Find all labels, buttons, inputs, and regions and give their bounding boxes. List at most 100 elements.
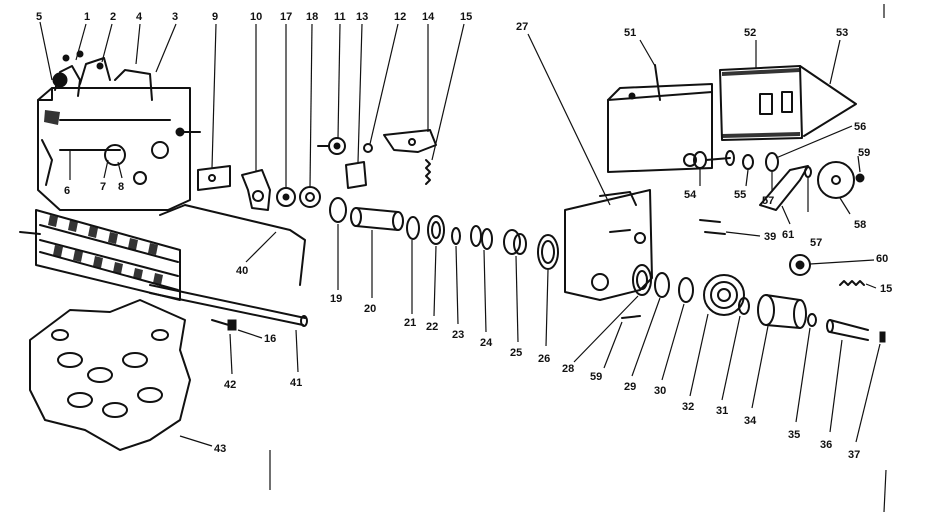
gear-11 (317, 137, 346, 155)
shaft-54 (693, 150, 735, 169)
hub-34 (757, 294, 807, 329)
svg-text:16: 16 (264, 333, 276, 345)
callout-27: 27 (516, 21, 611, 206)
callout-32: 32 (682, 313, 709, 413)
spring-15b (839, 280, 865, 286)
callout-51: 51 (624, 27, 656, 67)
callout-26: 26 (538, 269, 550, 365)
svg-text:2: 2 (110, 11, 116, 23)
callout-9: 9 (211, 11, 218, 169)
svg-text:35: 35 (788, 429, 800, 441)
axle-20 (350, 207, 404, 231)
svg-text:4: 4 (136, 11, 143, 23)
callout-57a: 57 (762, 172, 774, 207)
pulley-58 (817, 161, 855, 199)
callout-59: 59 (857, 147, 870, 173)
callout-22: 22 (426, 245, 438, 333)
svg-text:53: 53 (836, 27, 848, 39)
bearing-28 (632, 264, 652, 296)
svg-text:26: 26 (538, 353, 550, 365)
svg-text:1: 1 (84, 11, 90, 23)
svg-text:36: 36 (820, 439, 832, 451)
svg-text:61: 61 (782, 229, 794, 241)
spring-15 (425, 159, 431, 185)
svg-text:59: 59 (590, 371, 602, 383)
svg-text:21: 21 (404, 317, 416, 329)
ring-23 (451, 227, 461, 245)
callout-13: 13 (356, 11, 368, 163)
callout-labels: 5 1 2 4 3 9 10 17 18 11 13 12 14 15 27 5… (36, 11, 892, 461)
svg-text:55: 55 (734, 189, 746, 201)
callout-3: 3 (155, 11, 178, 73)
gear-60 (789, 254, 811, 276)
callout-8: 8 (117, 161, 124, 193)
washer-19 (329, 197, 347, 223)
callout-57b: 57 (807, 178, 822, 249)
svg-text:17: 17 (280, 11, 292, 23)
svg-text:40: 40 (236, 265, 248, 277)
bearing-22 (427, 215, 445, 245)
washer-57 (804, 166, 812, 178)
callout-20: 20 (364, 230, 376, 315)
svg-text:27: 27 (516, 21, 528, 33)
engine-block (607, 64, 713, 173)
pin-37 (879, 331, 886, 343)
callout-24: 24 (480, 249, 493, 349)
callout-30: 30 (654, 303, 685, 397)
svg-text:41: 41 (290, 377, 302, 389)
pin-12 (363, 143, 373, 153)
connecting-rod (159, 204, 306, 286)
callout-53: 53 (829, 27, 848, 85)
block-13 (345, 161, 367, 189)
svg-text:22: 22 (426, 321, 438, 333)
tine-shield (29, 299, 191, 451)
ring-21 (406, 216, 420, 240)
callout-14: 14 (422, 11, 435, 132)
callout-40: 40 (236, 231, 277, 277)
svg-text:30: 30 (654, 385, 666, 397)
svg-text:19: 19 (330, 293, 342, 305)
transmission-housing (564, 189, 653, 301)
svg-text:52: 52 (744, 27, 756, 39)
callout-12: 12 (369, 11, 406, 145)
spacer-24 (470, 225, 493, 250)
callout-41: 41 (290, 329, 302, 389)
callout-60: 60 (809, 253, 888, 265)
svg-text:9: 9 (212, 11, 218, 23)
callout-54: 54 (684, 168, 701, 201)
callout-29: 29 (624, 297, 661, 393)
callout-61: 61 (781, 205, 794, 241)
ring-30 (678, 277, 694, 303)
svg-text:6: 6 (64, 185, 70, 197)
gear-18 (299, 186, 321, 208)
callout-11: 11 (334, 11, 346, 139)
callout-15b: 15 (865, 283, 892, 295)
svg-text:32: 32 (682, 401, 694, 413)
bracket-9 (197, 165, 231, 191)
callout-58: 58 (839, 197, 866, 231)
idler-arm-61 (759, 165, 809, 211)
bolt-42 (211, 319, 237, 331)
seal-26 (537, 234, 559, 270)
callout-37: 37 (848, 343, 881, 461)
washer-55 (742, 154, 754, 170)
callout-17: 17 (280, 11, 292, 188)
callout-28: 28 (562, 295, 639, 375)
axle-36 (826, 319, 869, 341)
belt-guard-53 (799, 65, 857, 137)
svg-text:31: 31 (716, 405, 728, 417)
tine-shaft (149, 284, 308, 327)
callout-35: 35 (788, 327, 811, 441)
svg-text:24: 24 (480, 337, 493, 349)
worm-gear-32 (703, 274, 745, 316)
callout-10: 10 (250, 11, 262, 172)
svg-text:37: 37 (848, 449, 860, 461)
svg-text:7: 7 (100, 181, 106, 193)
callout-15: 15 (431, 11, 472, 161)
callout-56: 56 (775, 121, 866, 159)
svg-text:39: 39 (764, 231, 776, 243)
lever-10 (241, 169, 271, 211)
gear-housing (37, 50, 201, 211)
callout-39a: 39 (725, 231, 776, 243)
